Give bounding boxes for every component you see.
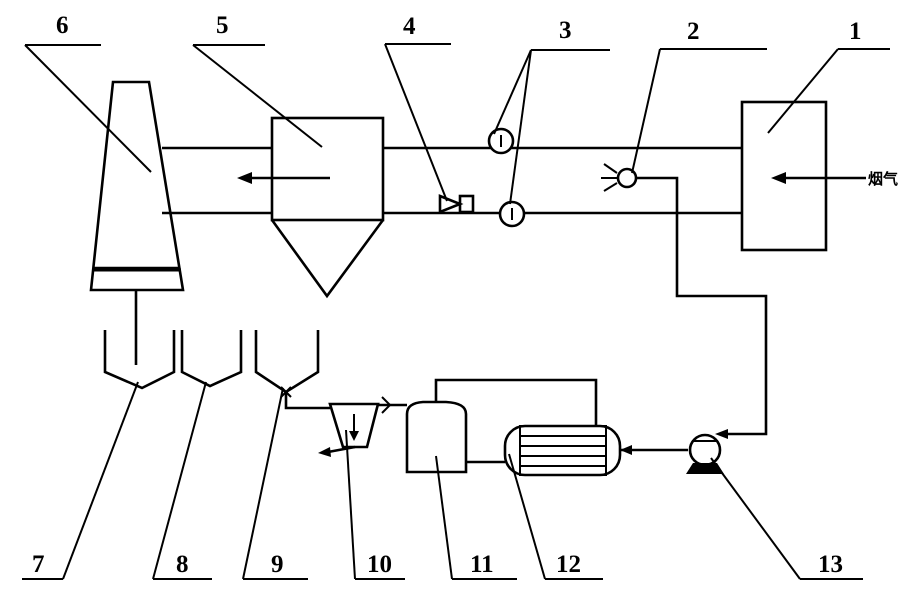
label-3: 3 [559,17,572,44]
label-11: 11 [470,551,494,578]
label-1: 1 [849,18,862,45]
label-2: 2 [687,18,700,45]
label-13: 13 [818,551,843,578]
injector [438,194,475,214]
heat-exchanger [434,378,622,477]
stack [89,80,185,292]
drain-lines [284,392,407,414]
gauges [487,127,526,228]
spray-nozzle [601,163,638,192]
number-labels: 1 2 3 4 5 6 7 8 9 10 11 12 13 [32,12,862,578]
inlet-label: 烟气 [868,170,898,188]
label-8: 8 [176,551,189,578]
leader-lines [22,43,890,580]
label-10: 10 [367,551,392,578]
label-5: 5 [216,12,229,39]
hoppers [103,290,320,398]
label-4: 4 [403,13,416,40]
label-9: 9 [271,551,284,578]
collector [237,116,385,299]
label-12: 12 [556,551,581,578]
inlet-box: 烟气 [740,100,898,252]
label-6: 6 [56,12,69,39]
tank [405,400,505,474]
flue-duct [162,146,742,215]
cyclone [318,402,380,457]
feed-line [636,176,768,439]
label-7: 7 [32,551,45,578]
pump [620,433,724,474]
